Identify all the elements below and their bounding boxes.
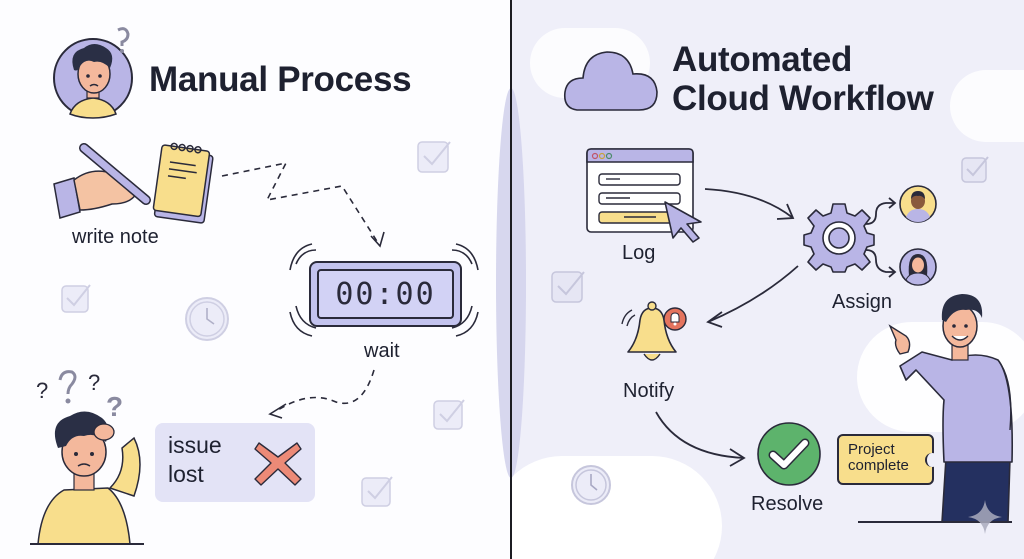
automated-title-line2: Cloud Workflow [672, 79, 934, 118]
bell-icon [621, 301, 677, 361]
hand-writing-pen-icon [53, 143, 151, 219]
checkbox-icon [551, 271, 585, 303]
log-label: Log [622, 242, 656, 264]
automated-title-line1: Automated [672, 40, 853, 79]
clock-icon [571, 465, 611, 505]
svg-text:?: ? [36, 378, 48, 403]
confused-person-icon: ? ? ? [36, 370, 141, 545]
green-check-icon [757, 422, 821, 486]
confused-person-avatar-icon [53, 27, 133, 119]
svg-text:?: ? [106, 391, 123, 422]
svg-text:?: ? [88, 370, 100, 395]
wait-label: wait [364, 340, 400, 362]
user-avatar-female-icon [899, 248, 937, 286]
write-note-label: write note [72, 226, 159, 248]
gear-icon [803, 203, 875, 273]
assign-label: Assign [832, 291, 893, 313]
notepad-icon [152, 142, 214, 224]
issue-lost-box: issue lost [155, 423, 315, 502]
floor-line [858, 521, 1012, 523]
issue-lost-label-line1: issue [168, 432, 222, 458]
issue-lost-label-line2: lost [168, 461, 204, 487]
cursor-icon [664, 201, 702, 243]
manual-process-title: Manual Process [149, 60, 412, 99]
desk-line [30, 543, 144, 545]
notification-badge-icon [663, 307, 687, 331]
user-avatar-male-icon [899, 185, 937, 223]
dashed-arrow-to-timer [221, 161, 385, 419]
digital-timer-icon: 00:00 [309, 261, 462, 327]
timer-display: 00:00 [335, 276, 436, 312]
pointing-person-icon [888, 294, 1014, 523]
checkbox-icon [433, 399, 465, 430]
background-cloud [950, 70, 1024, 142]
checkbox-icon [61, 284, 91, 313]
vibration-lines-icon [289, 243, 479, 337]
cloud-icon [563, 51, 658, 111]
resolve-label: Resolve [751, 493, 824, 515]
panel-divider [510, 0, 512, 559]
project-complete-ticket: Project complete [837, 434, 939, 485]
sparkle-icon [968, 500, 1002, 534]
checkbox-icon [361, 476, 393, 507]
notify-label: Notify [623, 380, 675, 402]
checkbox-icon [961, 156, 989, 183]
checkbox-icon [417, 141, 451, 173]
ticket-line1: Project [848, 441, 895, 458]
manual-process-panel: Manual Process write note 00:00 wai [0, 0, 511, 559]
clock-icon [185, 297, 229, 341]
red-x-icon [254, 442, 302, 486]
background-cloud [512, 456, 722, 559]
ticket-line2: complete [848, 457, 909, 474]
